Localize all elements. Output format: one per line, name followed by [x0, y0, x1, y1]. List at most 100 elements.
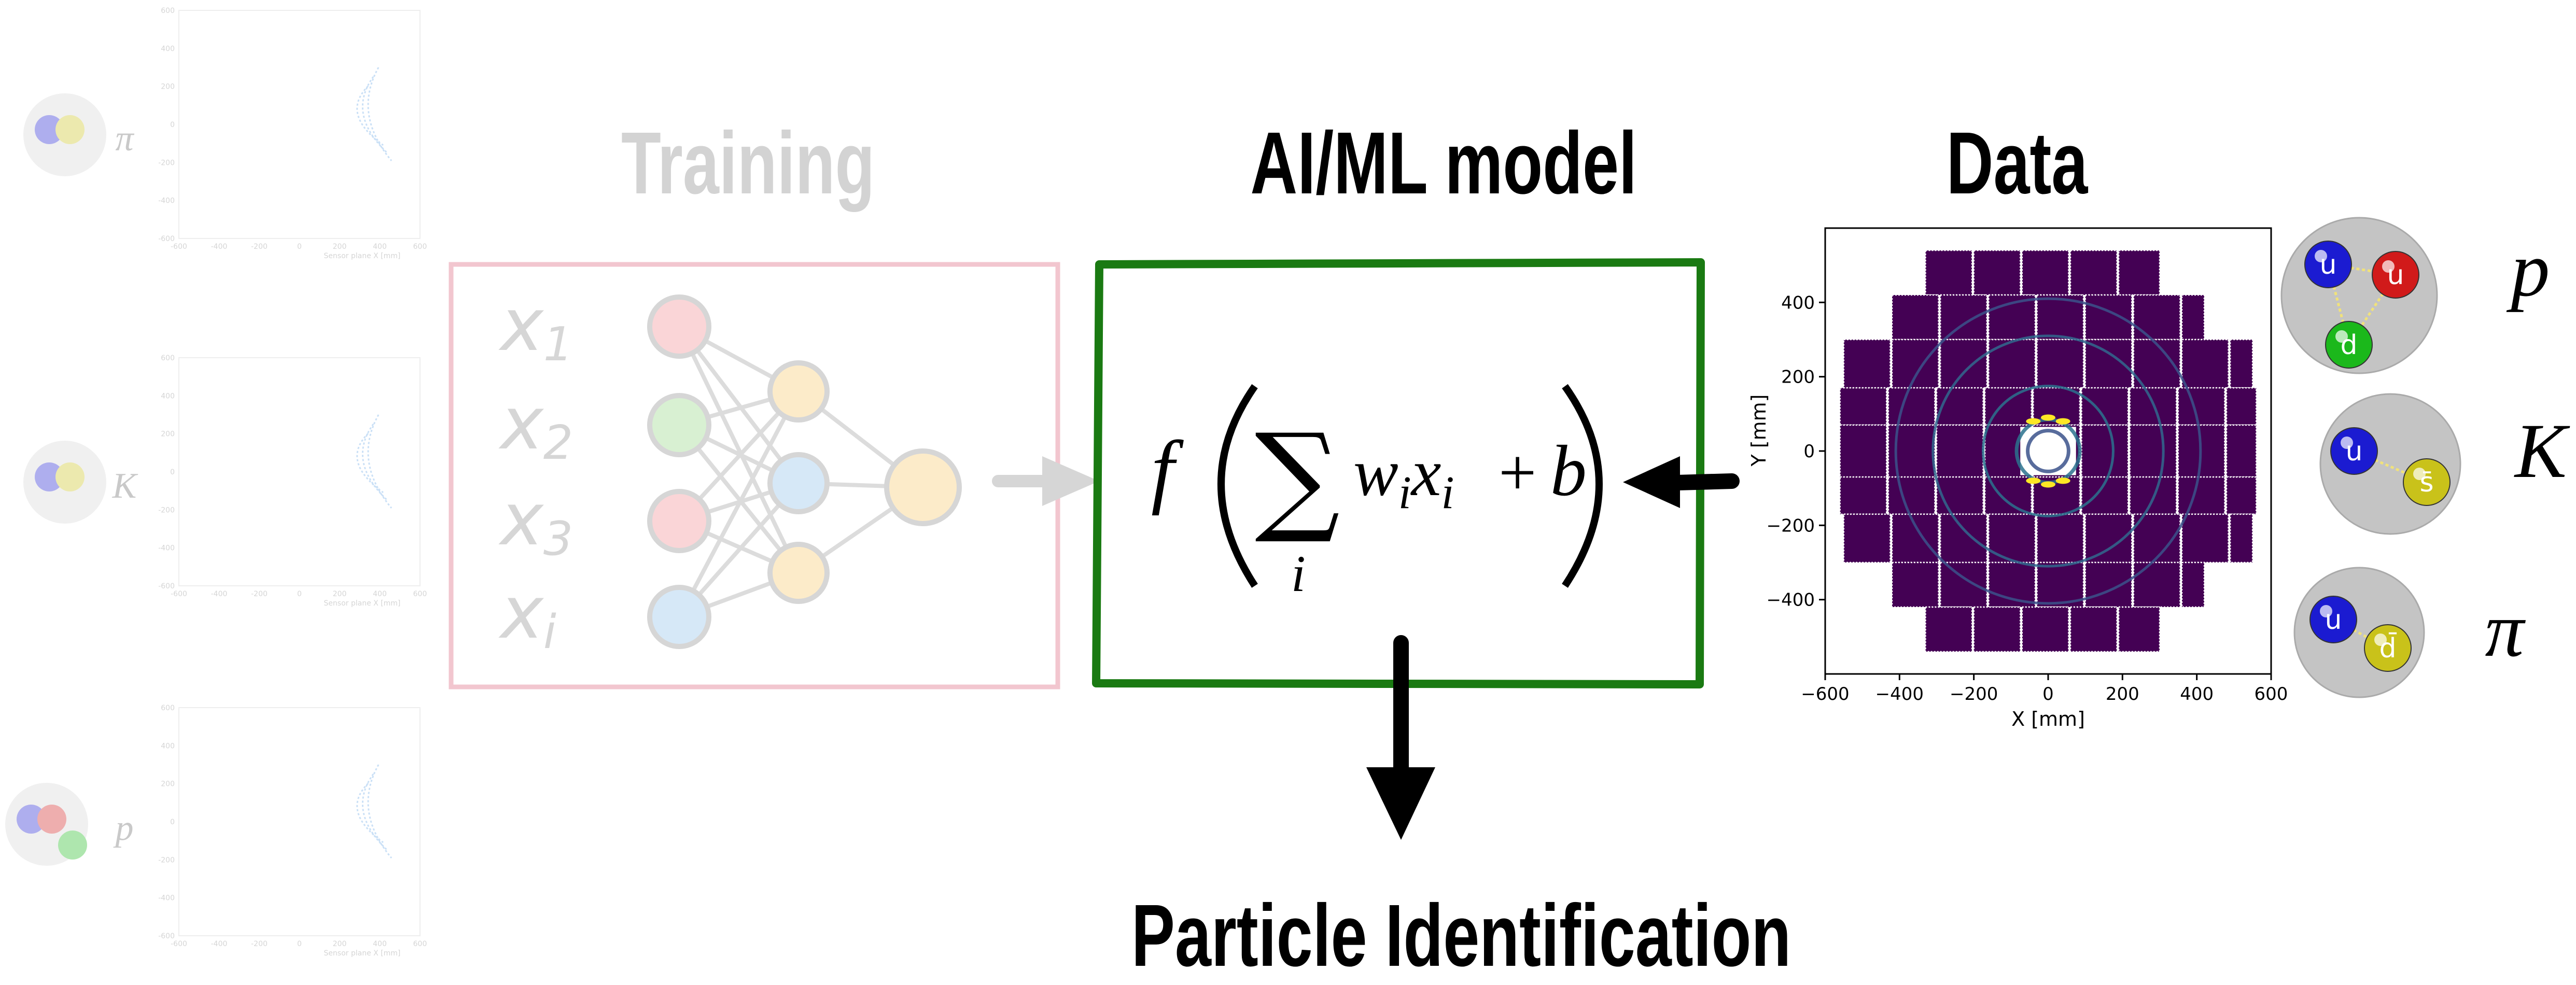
side-x-tick: 600	[413, 243, 427, 251]
detector-tile	[2129, 424, 2177, 478]
detector-tile	[1988, 339, 2036, 389]
detector-tile	[2118, 249, 2161, 296]
detector-tile	[1839, 424, 1887, 478]
x-tick-label: −600	[1801, 684, 1849, 705]
side-quark	[35, 462, 64, 491]
cherenkov-ring	[1982, 385, 2115, 517]
input-node-2	[647, 393, 711, 457]
detector-tile	[2036, 339, 2084, 389]
side-hadron	[23, 93, 106, 176]
side-y-tick: -600	[158, 932, 175, 940]
detector-tile	[2084, 513, 2133, 564]
detector-tile	[2225, 476, 2257, 515]
neural-network-diagram: x1 x2 x3 xi	[449, 262, 1099, 689]
y-tick-label: 400	[1781, 292, 1815, 313]
side-x-tick: -400	[211, 243, 228, 251]
detector-tile	[2021, 249, 2069, 296]
left-paren	[1217, 384, 1258, 588]
detector-tile	[2229, 513, 2253, 564]
quark-label: u	[2325, 604, 2342, 636]
side-plot-area	[178, 10, 421, 239]
data-title: Data	[1946, 114, 2088, 213]
detector-tile	[1939, 513, 1987, 564]
x-tick-label: −200	[1950, 684, 1998, 705]
formula-x: x	[1410, 435, 1441, 510]
detector-tile	[2021, 606, 2069, 653]
input-node-3	[647, 489, 711, 553]
detector-tile	[2133, 561, 2181, 608]
detector-tile	[1843, 513, 1891, 564]
detector-tiles	[1839, 249, 2257, 653]
quark-label: u	[2320, 249, 2337, 280]
cherenkov-ring	[2026, 429, 2070, 473]
side-y-tick: 200	[161, 780, 175, 789]
side-x-tick: 600	[413, 940, 427, 948]
detector-tile	[2069, 249, 2118, 296]
quark-highlight	[2335, 330, 2348, 343]
input-node-4	[647, 585, 711, 649]
detector-tile	[1887, 476, 1936, 515]
quark-label: d	[2340, 330, 2357, 361]
side-hadron	[23, 441, 106, 524]
formula-b: b	[1550, 431, 1587, 511]
side-hit-arc	[367, 67, 393, 161]
particle-1: us̄K	[2319, 393, 2570, 535]
side-quark	[55, 462, 85, 491]
side-y-tick: 0	[170, 818, 175, 826]
quark-highlight	[2315, 250, 2327, 262]
detector-tile	[1988, 513, 2036, 564]
input-label-4: x	[498, 571, 544, 655]
side-plot-area	[178, 707, 421, 936]
side-quark	[55, 115, 85, 144]
x-tick-label: 200	[2106, 684, 2139, 705]
bright-hit	[2041, 414, 2055, 421]
quark-label: s̄	[2419, 467, 2433, 498]
side-x-tick: -200	[251, 243, 268, 251]
detector-tile	[2181, 339, 2229, 389]
svg-text:wixi: wixi	[1353, 435, 1454, 518]
side-y-tick: -400	[158, 894, 175, 903]
y-tick-label: 0	[1803, 441, 1815, 462]
side-x-tick: -600	[171, 940, 187, 948]
side-y-tick: 400	[161, 392, 175, 400]
particle-label: K	[2514, 408, 2570, 494]
side-x-tick: -400	[211, 590, 228, 598]
model-title: AI/ML model	[1250, 114, 1637, 213]
hidden-node-1	[767, 360, 830, 423]
side-y-tick: -400	[158, 197, 175, 205]
quark-highlight	[2341, 437, 2353, 449]
side-y-tick: 0	[170, 121, 175, 129]
detector-tile	[1925, 606, 1973, 653]
detector-tile	[1891, 294, 1939, 341]
side-x-tick: 0	[297, 940, 302, 948]
bright-hit	[2041, 481, 2055, 488]
side-y-tick: -200	[158, 159, 175, 167]
side-x-tick: 400	[373, 243, 387, 251]
quark-label: d̄	[2379, 632, 2397, 664]
side-y-tick: 200	[161, 430, 175, 439]
side-y-tick: -600	[158, 582, 175, 590]
side-x-label: Sensor plane X [mm]	[324, 599, 400, 608]
particle-label: π	[2485, 587, 2526, 673]
side-hit-arc	[356, 85, 384, 146]
side-particle-label: K	[112, 466, 138, 506]
side-quark	[35, 115, 64, 144]
side-x-tick: 400	[373, 590, 387, 598]
svg-text:xi: xi	[498, 571, 556, 659]
bright-hit	[2026, 418, 2041, 425]
model-box	[1092, 258, 1705, 688]
gluon-line	[2332, 618, 2389, 650]
detector-tile	[1936, 387, 1984, 426]
model-diagram: f ∑ i wixi + b	[1092, 258, 1705, 840]
side-x-tick: 400	[373, 940, 387, 948]
x-tick-label: 600	[2255, 684, 2288, 705]
hidden-node-3	[767, 542, 830, 604]
side-x-tick: -400	[211, 940, 228, 948]
side-x-tick: 200	[333, 940, 347, 948]
detector-tile	[1891, 561, 1939, 608]
particle-label: p	[2507, 227, 2550, 313]
